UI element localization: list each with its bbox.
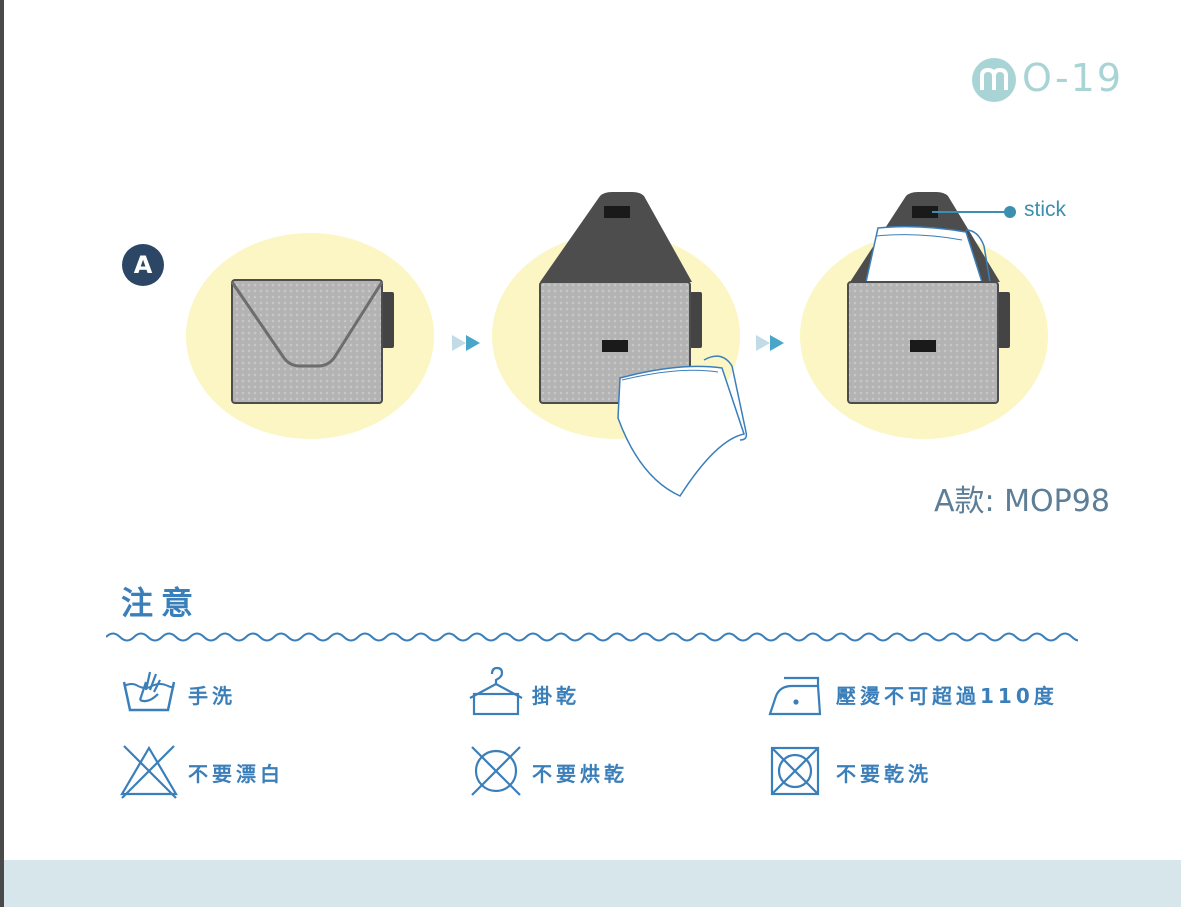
stick-callout-label: stick <box>1024 198 1066 221</box>
hand-wash-icon <box>122 671 176 712</box>
care-label: 掛乾 <box>532 684 580 708</box>
step-arrow-2 <box>756 335 784 351</box>
care-item-iron: 壓燙不可超過110度 <box>764 664 1064 720</box>
care-label: 手洗 <box>188 684 236 708</box>
care-item-no-bleach: 不要漂白 <box>118 742 318 799</box>
care-label: 不要乾洗 <box>836 762 932 786</box>
footer-band <box>4 860 1181 907</box>
care-label: 壓燙不可超過110度 <box>836 684 1058 708</box>
step-3-mask-inside-pouch <box>800 192 1048 439</box>
section-letter-badge: A <box>122 244 164 286</box>
no-bleach-icon <box>120 745 178 799</box>
folding-steps-illustration <box>186 192 1048 497</box>
hang-dry-icon <box>469 666 523 716</box>
care-item-no-tumble-dry: 不要烘乾 <box>466 742 666 798</box>
care-label: 不要漂白 <box>188 762 284 786</box>
model-label: A款: MOP98 <box>934 484 1110 519</box>
m-circle-logo-icon <box>972 58 1016 102</box>
step-1-closed-pouch <box>186 233 434 439</box>
wave-divider <box>106 632 1078 642</box>
no-tumble-dry-icon <box>471 746 521 796</box>
step-2-open-pouch <box>492 192 748 497</box>
care-item-hand-wash: 手洗 <box>118 664 278 720</box>
left-frame-edge <box>0 0 4 907</box>
step-arrow-1 <box>452 335 480 351</box>
iron-icon <box>768 676 822 716</box>
brand-name: O-19 <box>1022 56 1124 100</box>
care-section-title: 注意 <box>121 584 202 622</box>
care-label: 不要烘乾 <box>532 762 628 786</box>
care-item-hang-dry: 掛乾 <box>466 664 626 720</box>
no-dry-clean-icon <box>770 746 820 796</box>
care-item-no-dry-clean: 不要乾洗 <box>764 742 984 798</box>
